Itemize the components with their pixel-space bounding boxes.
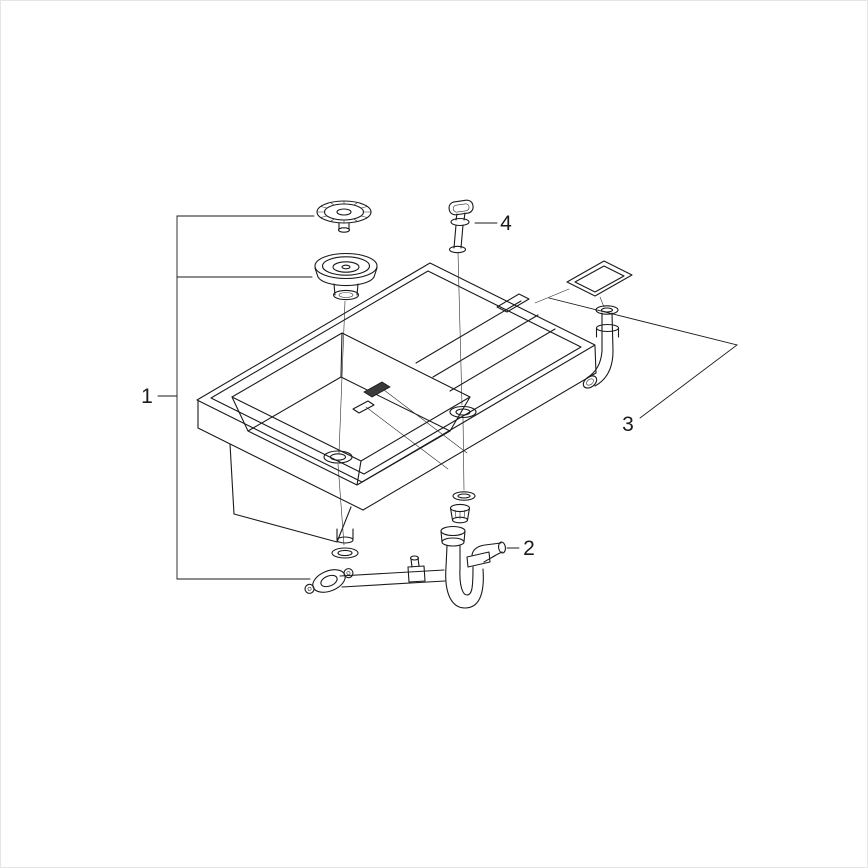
drain-trap-assembly (304, 491, 507, 609)
pipe-nut (407, 565, 426, 583)
alignment-lines (337, 252, 570, 546)
bowl-drain-hole (323, 450, 353, 464)
trap-washer (452, 491, 476, 501)
trap-outlet-opening (497, 541, 507, 554)
part-label-2: 2 (523, 537, 535, 560)
sink-underside (197, 345, 597, 559)
remote-knob (448, 199, 474, 254)
waste-flange (304, 568, 354, 594)
overflow-pipe (582, 305, 620, 389)
drain-gasket (331, 547, 359, 559)
strainer-cap-ribs (316, 200, 372, 224)
sink-basin (196, 262, 596, 486)
drainer-grooves (415, 300, 556, 392)
mounting-clip-2 (352, 400, 375, 414)
drainer-drain-hole (449, 405, 477, 419)
sink-rim-outer (196, 262, 596, 483)
part-label-4: 4 (500, 212, 512, 235)
overflow-assembly (566, 260, 633, 389)
overflow-cover-outer (566, 260, 633, 297)
trap-outlet-nut (466, 551, 491, 568)
sink-rim-inner (210, 270, 582, 475)
leader-line-part-3 (548, 297, 739, 419)
leader-lines-part-1 (157, 215, 315, 580)
overflow-cover-inner (574, 265, 625, 293)
mounting-clip-1 (363, 381, 391, 398)
part-label-1: 1 (141, 385, 153, 408)
overflow-slot (496, 293, 530, 313)
strainer-basket (314, 252, 378, 301)
strainer-cap (316, 200, 372, 233)
trap-sieve (449, 503, 471, 524)
part-label-3: 3 (622, 413, 634, 436)
trap-inlet-nut (440, 525, 466, 547)
